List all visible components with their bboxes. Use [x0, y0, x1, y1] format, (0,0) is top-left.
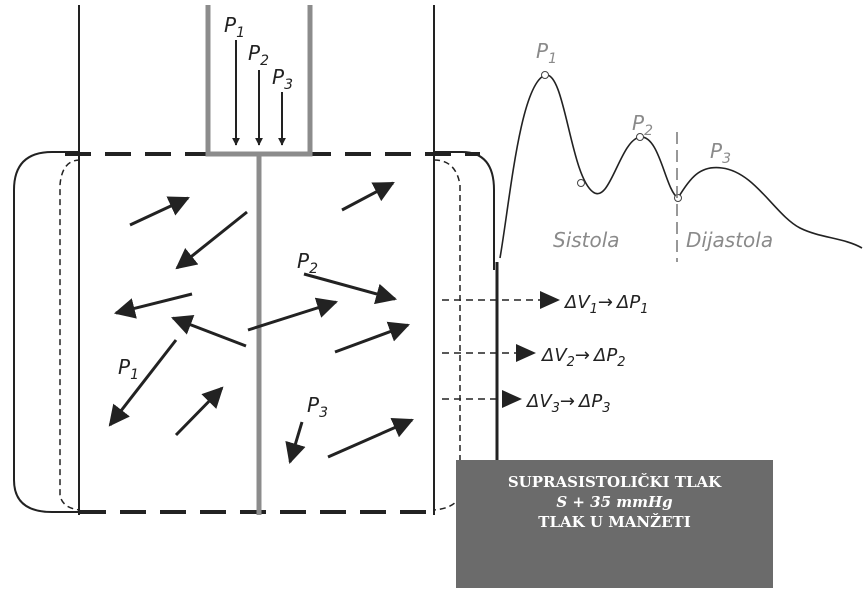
chamber-label-p2: P2 — [297, 249, 318, 277]
waveform-point-p1 — [541, 71, 549, 79]
transfer-label-1: ΔV1→ΔP1 — [563, 292, 648, 317]
pressure-arrow — [129, 196, 190, 227]
cup-label-p2: P2 — [248, 41, 269, 69]
cuff-outline — [13, 151, 80, 513]
cuff-inner-dashed-right — [433, 159, 461, 511]
pressure-arrow — [175, 210, 248, 270]
pressure-arrow — [334, 321, 410, 354]
cup-label-p3: P3 — [272, 65, 293, 93]
cuff-inner-dashed-left — [59, 159, 81, 511]
cuff-box-line-3: TLAK U MANŽETI — [538, 513, 691, 531]
wave-label-p3: P3 — [710, 139, 731, 167]
cuff-box-line-2: S + 35 mmHg — [556, 493, 673, 511]
cuff-box-line-1: SUPRASISTOLIČKI TLAK — [507, 473, 722, 491]
pressure-arrow — [341, 181, 395, 212]
pressure-arrow — [303, 272, 398, 305]
pressure-arrow — [285, 421, 306, 465]
pressure-arrow — [174, 386, 224, 437]
pressure-arrow — [108, 339, 178, 427]
pressure-arrow — [327, 418, 414, 459]
chamber-label-p3: P3 — [307, 393, 328, 421]
pressure-arrows — [108, 181, 414, 465]
chamber-label-p1: P1 — [118, 355, 139, 383]
wave-label-p1: P1 — [536, 39, 557, 67]
waveform-point-notch2 — [674, 194, 682, 202]
piston-cup — [205, 5, 313, 157]
transfer-arrowhead-3 — [502, 390, 522, 408]
wave-label-p2: P2 — [632, 111, 653, 139]
cup-label-p1: P1 — [224, 13, 245, 41]
cuff-pressure-box: SUPRASISTOLIČKI TLAK S + 35 mmHg TLAK U … — [456, 460, 773, 588]
systole-label: Sistola — [553, 228, 620, 252]
pressure-arrow — [247, 297, 339, 332]
transfer-arrowhead-2 — [516, 344, 536, 362]
waveform-point-p2 — [636, 133, 644, 141]
waveform-point-notch1 — [577, 179, 585, 187]
diastole-label: Dijastola — [686, 228, 773, 252]
pressure-arrow — [113, 292, 193, 319]
transfer-arrowhead-1 — [540, 291, 560, 309]
cuff-outline-right — [434, 151, 495, 270]
transfer-label-2: ΔV2→ΔP2 — [540, 345, 625, 370]
pressure-arrow — [171, 314, 247, 348]
transfer-label-3: ΔV3→ΔP3 — [525, 391, 610, 416]
